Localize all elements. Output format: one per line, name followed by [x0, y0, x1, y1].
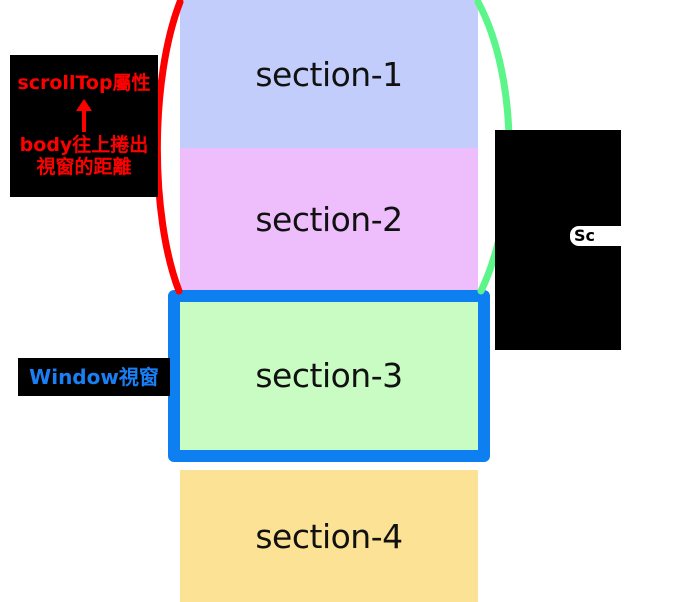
scrolltop-desc-line2: 視窗的距離 [36, 155, 132, 178]
scrolltop-desc-line1: body往上捲出 [19, 134, 149, 157]
section-block-2: section-2 [180, 148, 478, 290]
up-arrow-icon [76, 99, 92, 133]
scrolltop-callout: scrollTop屬性 body往上捲出 視窗的距離 [10, 55, 158, 197]
section-block-4: section-4 [180, 470, 478, 602]
section-label-1: section-1 [255, 54, 403, 94]
section-block-1: section-1 [180, 0, 478, 148]
left-red-arc [153, 0, 184, 295]
window-viewport-frame [168, 290, 490, 462]
window-viewport-callout: Window視窗 [18, 358, 170, 396]
section-label-4: section-4 [255, 516, 403, 556]
scrollheight-label: Sc [570, 226, 660, 246]
section-label-3: section-3 [255, 355, 403, 395]
section-block-3: section-3 [180, 300, 478, 450]
window-viewport-label: Window視窗 [29, 365, 159, 389]
section-label-2: section-2 [255, 199, 403, 239]
scrolltop-title: scrollTop屬性 [17, 72, 151, 95]
